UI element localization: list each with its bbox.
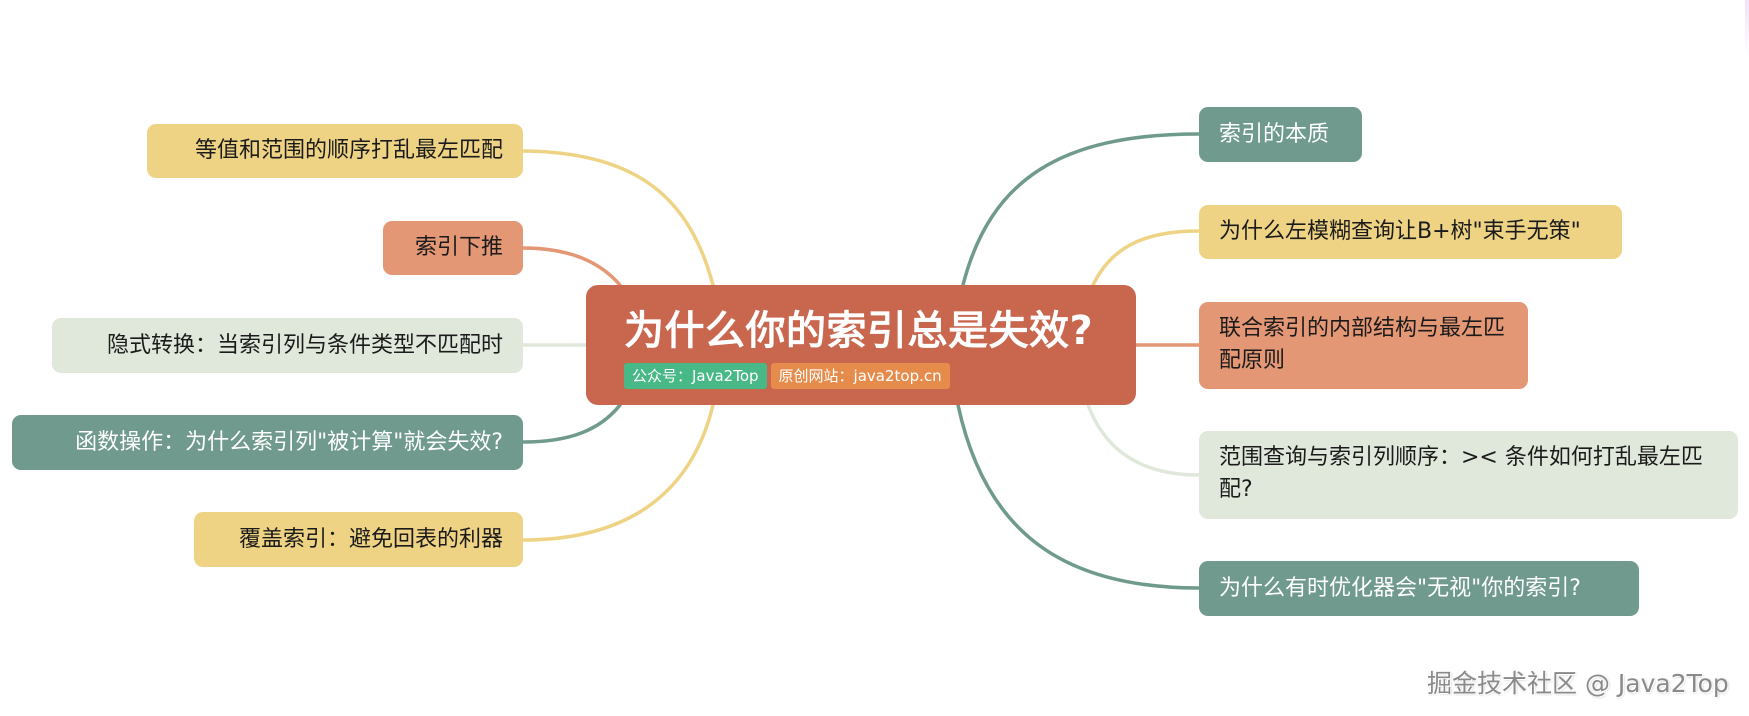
node-label: 范围查询与索引列顺序：>< 条件如何打乱最左匹配? <box>1219 445 1703 502</box>
node-label: 隐式转换：当索引列与条件类型不匹配时 <box>106 332 503 358</box>
root-tags: 公众号：Java2Top 原创网站：java2top.cn <box>624 363 1136 389</box>
node-label: 覆盖索引：避免回表的利器 <box>238 526 503 552</box>
link-right-5 <box>956 403 1201 590</box>
edge-decoration <box>1745 0 1749 60</box>
node-label: 等值和范围的顺序打乱最左匹配 <box>194 138 503 163</box>
node-right-index-essence[interactable]: 索引的本质 <box>1199 107 1362 162</box>
link-left-5 <box>521 403 715 542</box>
website-tag: 原创网站：java2top.cn <box>770 363 950 389</box>
node-right-composite-index[interactable]: 联合索引的内部结构与最左匹配原则 <box>1199 302 1528 389</box>
node-label: 函数操作：为什么索引列"被计算"就会失效? <box>75 429 503 455</box>
node-label: 为什么左模糊查询让B+树"束手无策" <box>1219 219 1581 244</box>
link-left-2 <box>521 246 622 287</box>
node-label: 联合索引的内部结构与最左匹配原则 <box>1219 316 1506 373</box>
link-right-2 <box>1091 229 1201 287</box>
node-label: 为什么有时优化器会"无视"你的索引? <box>1219 575 1581 601</box>
link-left-1 <box>521 149 715 287</box>
root-title: 为什么你的索引总是失效? <box>624 308 1094 354</box>
wechat-account-tag: 公众号：Java2Top <box>624 363 767 389</box>
node-left-function-operation[interactable]: 函数操作：为什么索引列"被计算"就会失效? <box>12 415 523 470</box>
link-right-1 <box>961 132 1201 287</box>
node-left-implicit-conversion[interactable]: 隐式转换：当索引列与条件类型不匹配时 <box>52 318 523 373</box>
node-label: 索引的本质 <box>1219 121 1330 147</box>
node-label: 索引下推 <box>414 235 503 260</box>
watermark: 掘金技术社区 @ Java2Top <box>1427 669 1729 698</box>
root-node[interactable]: 为什么你的索引总是失效? 公众号：Java2Top 原创网站：java2top.… <box>586 285 1136 405</box>
node-left-covering-index[interactable]: 覆盖索引：避免回表的利器 <box>194 512 523 567</box>
link-left-4 <box>521 403 622 444</box>
node-right-optimizer-ignores-index[interactable]: 为什么有时优化器会"无视"你的索引? <box>1199 561 1639 616</box>
node-right-range-query-order[interactable]: 范围查询与索引列顺序：>< 条件如何打乱最左匹配? <box>1199 431 1738 519</box>
node-right-left-fuzzy-query[interactable]: 为什么左模糊查询让B+树"束手无策" <box>1199 205 1622 259</box>
node-left-equality-range-order[interactable]: 等值和范围的顺序打乱最左匹配 <box>147 124 523 178</box>
node-left-index-pushdown[interactable]: 索引下推 <box>383 221 523 275</box>
link-right-4 <box>1086 403 1201 477</box>
